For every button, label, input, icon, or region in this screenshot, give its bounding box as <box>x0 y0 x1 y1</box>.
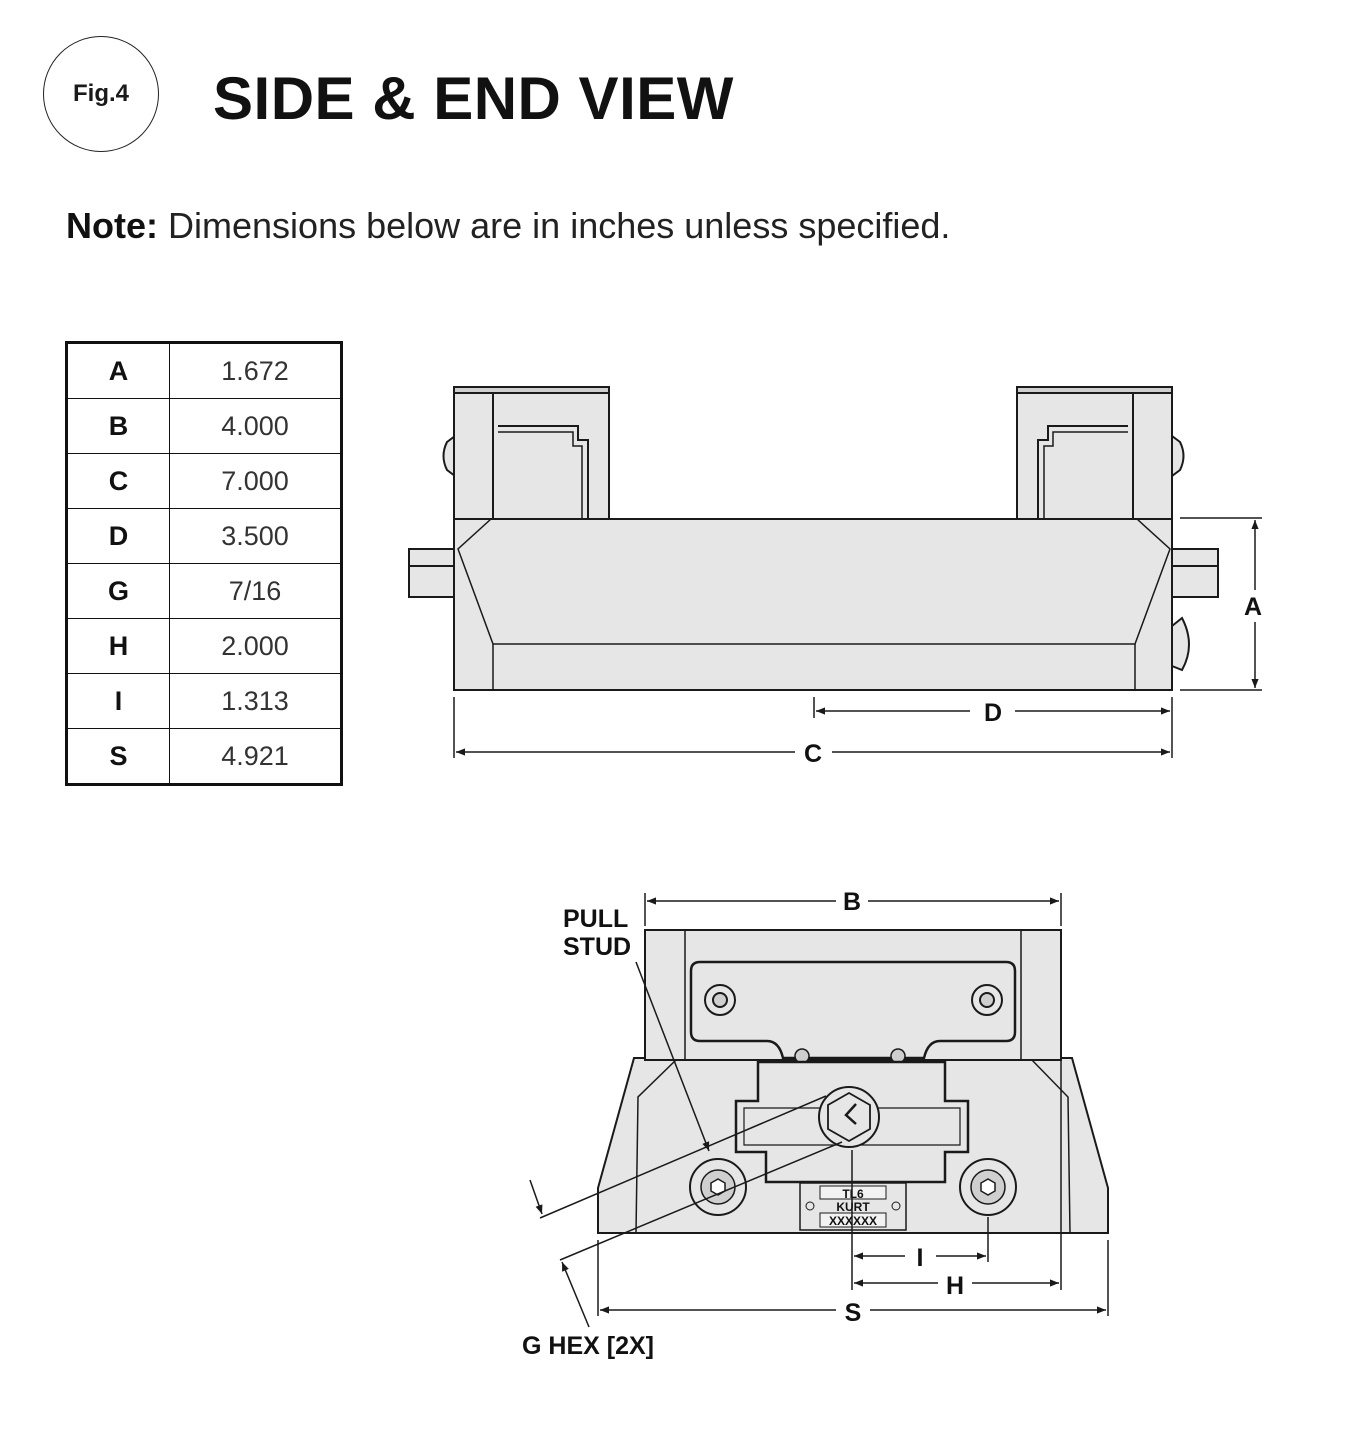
end-view <box>597 929 1109 1234</box>
dim-key: I <box>66 673 170 729</box>
side-view <box>408 386 1219 691</box>
right-pin <box>1171 548 1219 598</box>
note-label: Note: <box>66 205 158 246</box>
pull-stud-label-line1: PULL <box>563 905 628 933</box>
page-title: SIDE & END VIEW <box>213 65 734 132</box>
right-clip <box>1171 616 1190 672</box>
note-text: Dimensions below are in inches unless sp… <box>168 205 951 246</box>
dim-label-d: D <box>984 699 1002 727</box>
left-pin <box>408 548 456 598</box>
left-knob <box>442 434 456 478</box>
figure-badge: Fig.4 <box>43 36 159 152</box>
dim-label-b: B <box>843 888 861 916</box>
dim-label-s: S <box>845 1299 862 1327</box>
dim-value: 4.921 <box>169 728 342 785</box>
plate-model: TL6 <box>842 1187 864 1201</box>
g-hex-label: G HEX [2X] <box>522 1332 654 1360</box>
dim-key: H <box>66 618 170 674</box>
dim-key: C <box>66 453 170 509</box>
end-view-dimensions <box>529 893 1109 1328</box>
dim-value: 7/16 <box>169 563 342 619</box>
plate-serial: XXXXXX <box>829 1214 877 1228</box>
dim-label-i: I <box>917 1244 924 1272</box>
dim-value: 4.000 <box>169 398 342 454</box>
dim-label-h: H <box>946 1272 964 1300</box>
vise-body <box>453 518 1173 691</box>
figure-number: Fig.4 <box>72 80 129 107</box>
right-jaw <box>1016 386 1173 520</box>
dim-key: A <box>66 342 170 399</box>
dim-key: D <box>66 508 170 564</box>
dim-value: 3.500 <box>169 508 342 564</box>
plate-brand: KURT <box>836 1200 870 1214</box>
dim-value: 1.672 <box>169 342 342 399</box>
dim-key: S <box>66 728 170 785</box>
dim-label-a: A <box>1244 593 1262 621</box>
left-jaw <box>453 386 610 520</box>
dim-value: 1.313 <box>169 673 342 729</box>
dim-label-c: C <box>804 740 822 768</box>
dim-value: 7.000 <box>169 453 342 509</box>
units-note: Note: Dimensions below are in inches unl… <box>66 205 950 247</box>
end-view-top-plate <box>689 960 1017 1060</box>
right-knob <box>1171 434 1185 478</box>
dim-value: 2.000 <box>169 618 342 674</box>
pull-stud-label-line2: STUD <box>563 933 631 961</box>
dim-key: G <box>66 563 170 619</box>
side-view-dimensions <box>453 517 1262 758</box>
